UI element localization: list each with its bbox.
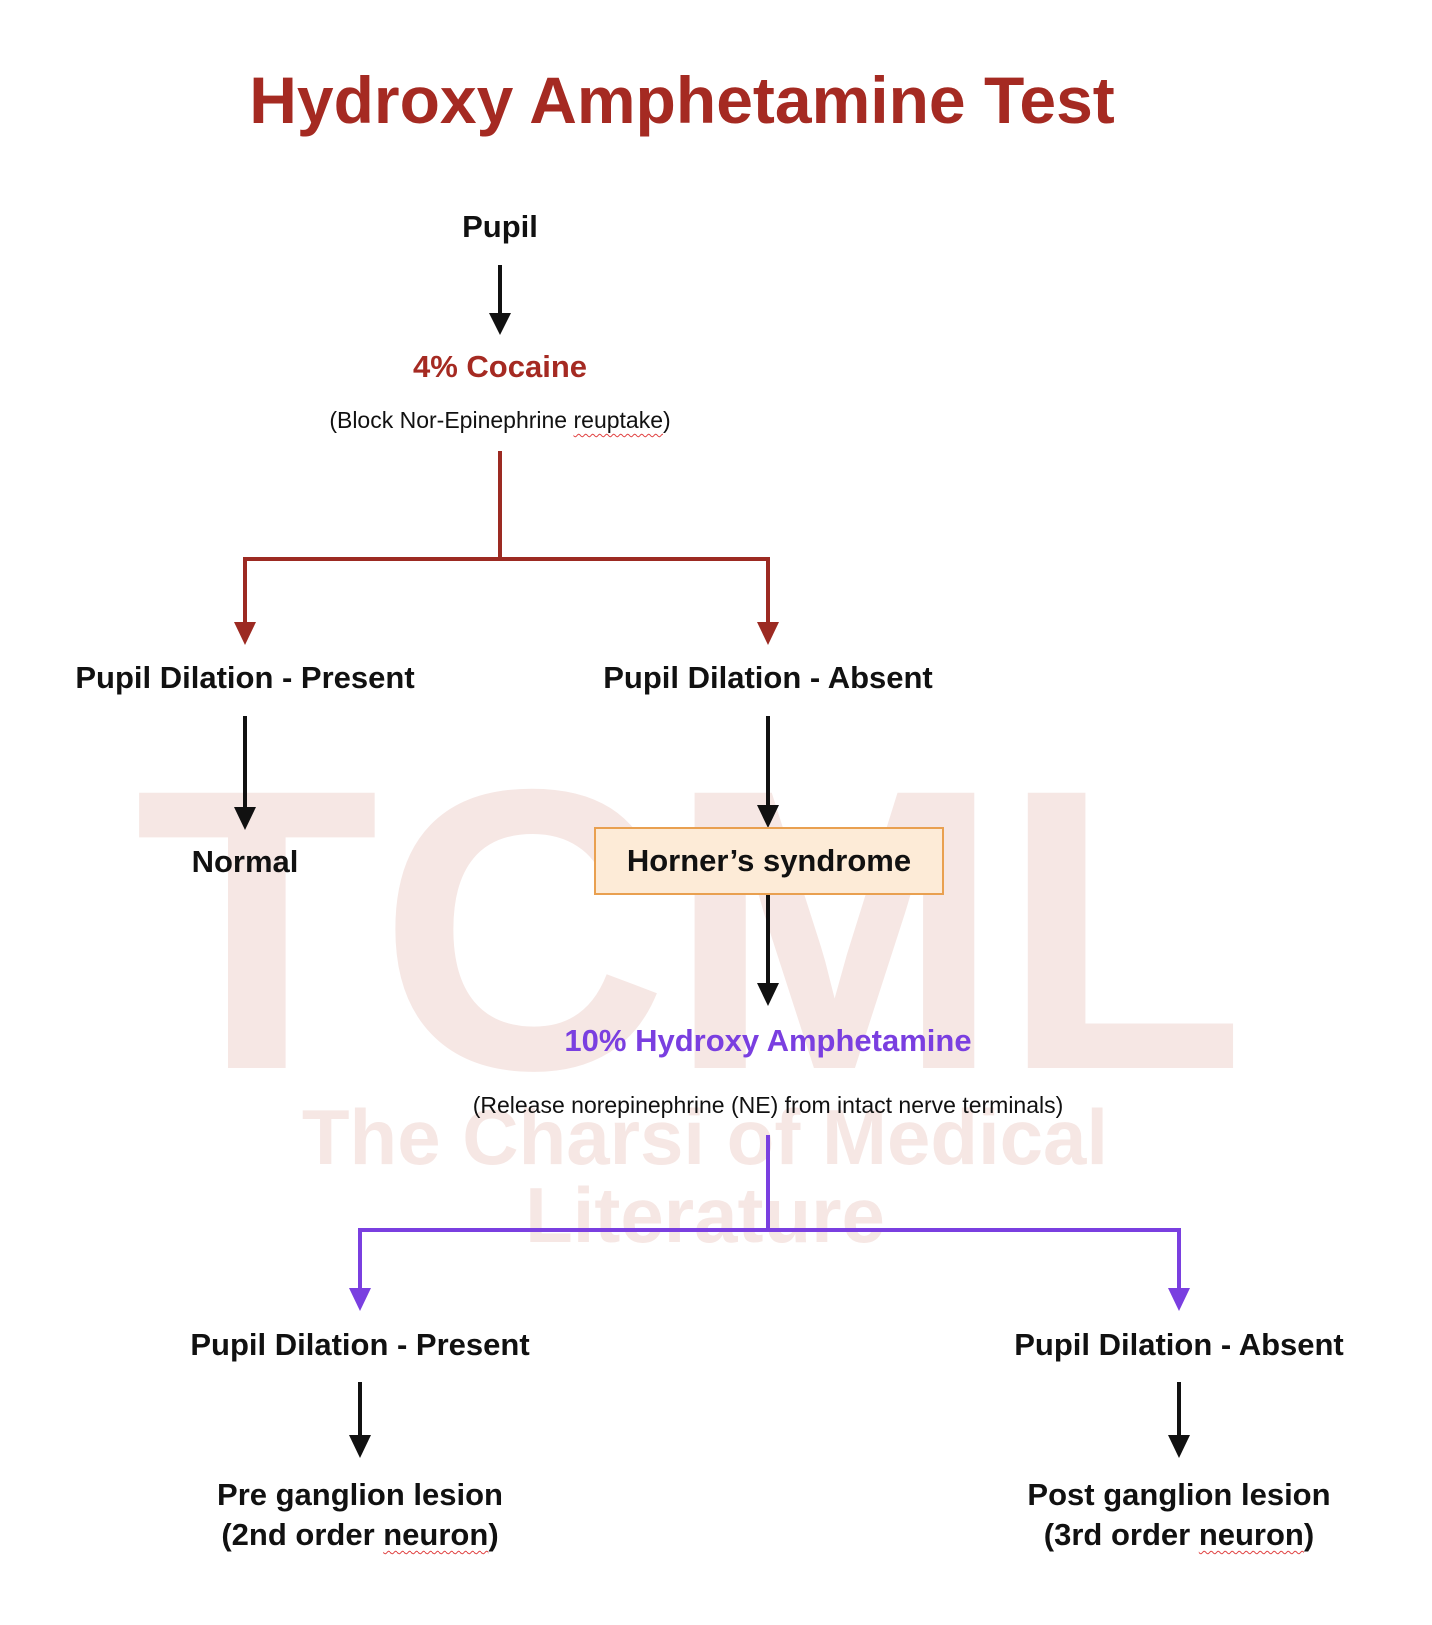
cocaine-note-prefix: (Block Nor-Epinephrine [329, 407, 574, 433]
page-title: Hydroxy Amphetamine Test [249, 63, 1115, 137]
watermark-tagline: The Charsi of Medical Literature [301, 1093, 1109, 1259]
arrow-present-to-pre-lesion [349, 1382, 371, 1458]
post-order-word: neuron [1198, 1517, 1304, 1552]
arrowhead-cocaine-left [234, 622, 256, 645]
post-order-label: (3rd order neuron) [1027, 1515, 1330, 1555]
horners-syndrome-box: Horner’s syndrome [594, 827, 944, 895]
arrowhead-hydroxy-right [1168, 1288, 1190, 1311]
arrow-absent-to-post-lesion [1168, 1382, 1190, 1458]
node-hydroxy-note: (Release norepinephrine (NE) from intact… [472, 1092, 1064, 1118]
post-order-prefix: (3rd order [1043, 1517, 1199, 1552]
node-dilation-absent-1: Pupil Dilation - Absent [603, 660, 933, 695]
cocaine-branch-connector [243, 451, 770, 625]
pre-order-suffix: ) [488, 1517, 499, 1552]
arrowhead-hydroxy-left [349, 1288, 371, 1311]
post-order-suffix: ) [1303, 1517, 1315, 1552]
pre-order-prefix: (2nd order [221, 1517, 384, 1552]
cocaine-note-word: reuptake [573, 407, 664, 433]
watermark-logo: TCML [134, 706, 1246, 1153]
arrowhead-cocaine-right [757, 622, 779, 645]
node-horners: Horner’s syndrome [626, 843, 912, 878]
pre-order-label: (2nd order neuron) [217, 1515, 503, 1555]
arrow-absent-to-horners [757, 716, 779, 828]
node-dilation-absent-2: Pupil Dilation - Absent [1014, 1327, 1344, 1362]
node-hydroxy-amphetamine: 10% Hydroxy Amphetamine [564, 1023, 972, 1058]
node-normal: Normal [191, 844, 299, 879]
hydroxy-branch-connector [358, 1135, 1181, 1290]
arrow-present-to-normal [234, 716, 256, 830]
pre-order-word: neuron [383, 1517, 489, 1552]
arrow-horners-to-hydroxy [757, 895, 779, 1006]
node-pupil: Pupil [462, 209, 538, 244]
cocaine-note-suffix: ) [663, 407, 671, 433]
post-lesion-label: Post ganglion lesion [1027, 1477, 1331, 1512]
node-pre-ganglion: Pre ganglion lesion (2nd order neuron) [217, 1475, 503, 1555]
node-cocaine-note: (Block Nor-Epinephrine reuptake) [329, 407, 670, 434]
node-dilation-present-1: Pupil Dilation - Present [75, 660, 415, 695]
node-dilation-present-2: Pupil Dilation - Present [190, 1327, 530, 1362]
node-cocaine: 4% Cocaine [412, 349, 588, 384]
pre-lesion-label: Pre ganglion lesion [217, 1477, 503, 1512]
node-post-ganglion: Post ganglion lesion (3rd order neuron) [1027, 1475, 1330, 1555]
arrow-pupil-to-cocaine [489, 265, 511, 335]
